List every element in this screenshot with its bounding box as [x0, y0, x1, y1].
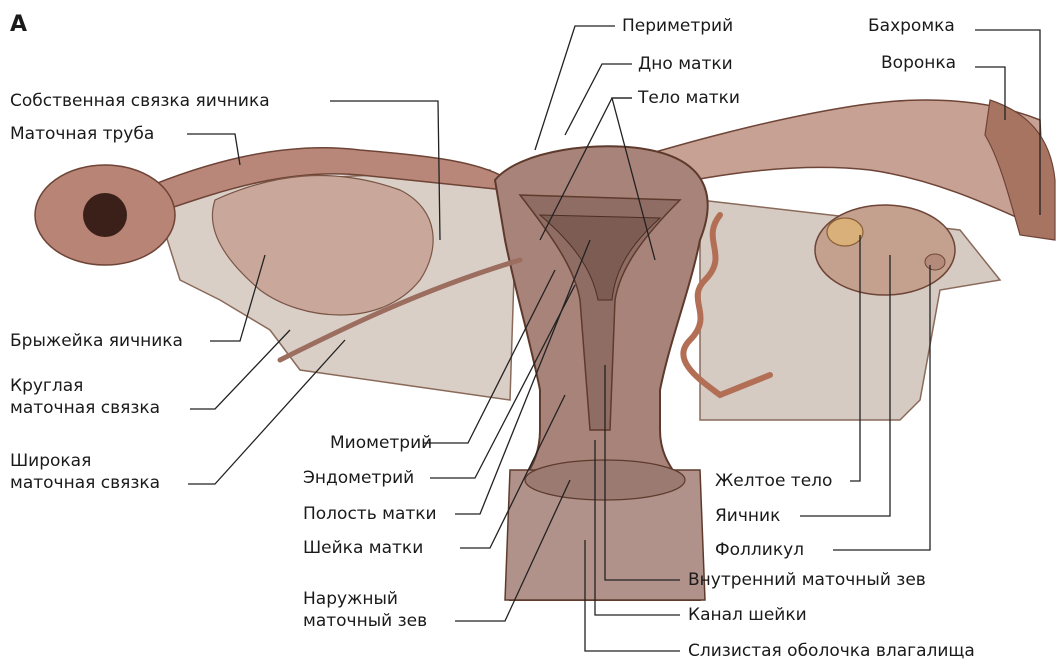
label-fallopian-tube: Маточная труба [10, 123, 154, 145]
ovary [815, 205, 955, 295]
label-uterine-cavity: Полость матки [303, 503, 437, 525]
label-vaginal-mucosa: Слизистая оболочка влагалища [688, 640, 975, 661]
label-cervical-canal: Канал шейки [688, 604, 807, 626]
label-ovary: Яичник [715, 505, 780, 527]
label-corpus-luteum: Желтое тело [715, 470, 832, 492]
panel-letter: А [10, 14, 27, 36]
label-round-ligament: Круглая маточная связка [10, 375, 160, 419]
label-internal-os: Внутренний маточный зев [688, 569, 926, 591]
label-uterine-body: Тело матки [638, 87, 740, 109]
label-fimbriae: Бахромка [868, 15, 955, 37]
label-endometrium: Эндометрий [303, 467, 414, 489]
left-fimbriae [35, 165, 175, 265]
label-myometrium: Миометрий [330, 432, 432, 454]
label-fundus: Дно матки [638, 53, 733, 75]
label-perimetrium: Периметрий [622, 15, 733, 37]
label-cervix: Шейка матки [303, 537, 423, 559]
label-broad-ligament: Широкая маточная связка [10, 450, 160, 494]
label-mesovarium: Брыжейка яичника [10, 330, 183, 352]
label-external-os: Наружный маточный зев [303, 588, 427, 632]
label-infundibulum: Воронка [881, 52, 956, 74]
label-ovarian-ligament: Собственная связка яичника [10, 90, 270, 112]
label-follicle: Фолликул [715, 539, 804, 561]
